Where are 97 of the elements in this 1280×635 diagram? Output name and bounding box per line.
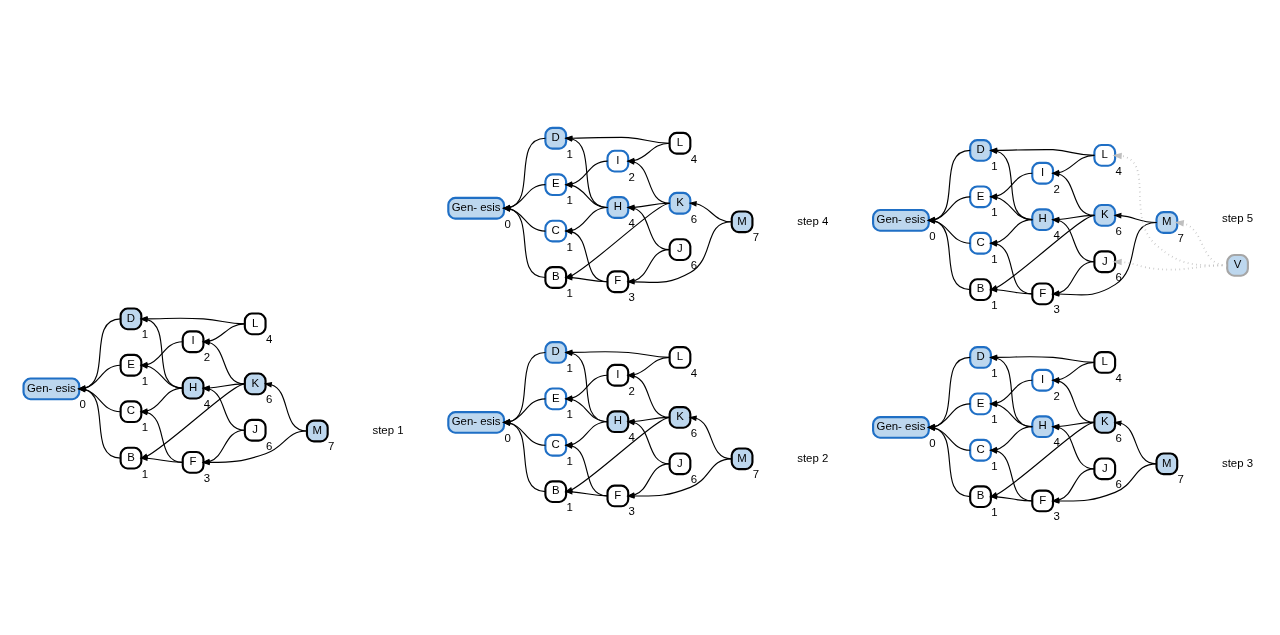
node-label: 6	[265, 392, 273, 405]
node-box: Gen- esis	[447, 196, 506, 220]
node-label: 3	[203, 471, 211, 484]
node-label: 2	[1053, 182, 1060, 195]
arrow	[927, 195, 971, 222]
node-label: 0	[504, 431, 511, 444]
node-label: 0	[504, 217, 511, 230]
node-label: 1	[991, 412, 998, 425]
node-label: 7	[752, 230, 760, 243]
node-label: 6	[690, 472, 698, 485]
label: step 5	[1222, 211, 1254, 224]
arrow	[927, 149, 971, 222]
arrow	[927, 356, 971, 429]
node-label: 4	[1053, 435, 1060, 448]
node-label: 1	[566, 407, 573, 420]
arrow	[77, 386, 122, 459]
node-label: 4	[1053, 228, 1060, 241]
node-label: 1	[566, 286, 573, 299]
node-label: 6	[265, 439, 273, 452]
arrow	[502, 419, 546, 446]
node-label: 0	[929, 229, 936, 242]
arrow	[502, 205, 546, 278]
label: step 3	[1222, 456, 1254, 469]
node-label: 4	[1115, 164, 1122, 177]
arrow	[502, 351, 546, 424]
arrow	[927, 217, 971, 290]
node-label: 7	[752, 467, 760, 480]
arrow	[502, 205, 546, 232]
label: step 1	[372, 423, 404, 436]
node-label: 3	[1053, 509, 1060, 522]
node-label: 6	[690, 258, 698, 271]
arrow	[927, 424, 971, 497]
node-box: Gen- esis	[22, 376, 81, 400]
node-label: 1	[991, 252, 998, 265]
node-label: 4	[265, 332, 273, 345]
node-label: 1	[991, 298, 998, 311]
arrow	[77, 364, 122, 391]
node-box: Gen- esis	[447, 410, 506, 434]
arrow	[1113, 212, 1158, 223]
node-label: 6	[1115, 224, 1122, 237]
label: step 4	[797, 214, 829, 227]
label: step 2	[797, 451, 829, 464]
node-label: 1	[991, 366, 998, 379]
node-label: 0	[929, 436, 936, 449]
node-label: 6	[1115, 431, 1122, 444]
arrow	[927, 217, 971, 244]
node-label: 6	[690, 212, 698, 225]
node-label: 2	[628, 170, 635, 183]
arrow	[1113, 420, 1158, 464]
node-label: 1	[141, 327, 149, 340]
node-box: Gen- esis	[872, 208, 930, 232]
arrow	[263, 381, 308, 432]
node-label: 7	[1177, 231, 1184, 244]
node-label: 1	[141, 467, 149, 480]
node-box: Gen- esis	[872, 415, 930, 439]
node-label: 1	[991, 505, 998, 518]
node-label: 1	[566, 193, 573, 206]
node-label: 4	[628, 216, 635, 229]
arrow	[688, 415, 733, 459]
node-label: 4	[628, 430, 635, 443]
node-label: 3	[628, 290, 635, 303]
arrow	[502, 183, 546, 210]
node-label: 1	[566, 361, 573, 374]
node-label: 4	[203, 397, 211, 410]
node-label: 1	[566, 500, 573, 513]
arrow	[502, 137, 546, 210]
node-label: 6	[1115, 270, 1122, 283]
arrow	[77, 317, 122, 391]
arrow	[1174, 219, 1228, 266]
arrow	[688, 200, 733, 222]
node-label: 1	[991, 159, 998, 172]
node-label: 1	[566, 240, 573, 253]
node-label: 1	[566, 454, 573, 467]
node-label: 2	[628, 384, 635, 397]
node-label: 4	[1115, 371, 1122, 384]
arrow	[1112, 152, 1228, 266]
node-label: 1	[141, 374, 149, 387]
arrow	[502, 397, 546, 424]
arrow	[927, 424, 971, 451]
node-label: 7	[1177, 472, 1184, 485]
arrow	[502, 419, 546, 492]
node-label: 1	[991, 459, 998, 472]
node-label: 1	[141, 420, 149, 433]
node-label: 2	[1053, 389, 1060, 402]
node-label: 1	[991, 205, 998, 218]
node-label: 6	[1115, 477, 1122, 490]
node-label: 4	[690, 152, 698, 165]
node-label: 6	[690, 426, 698, 439]
node-label: 3	[1053, 302, 1060, 315]
node-label: 2	[203, 350, 211, 363]
node-label: 0	[79, 397, 86, 410]
arrow	[927, 402, 971, 429]
node-label: 4	[690, 366, 698, 379]
node-label: 3	[628, 504, 635, 517]
node-label: 7	[328, 439, 335, 452]
arrow	[77, 386, 122, 412]
node-label: 1	[566, 147, 573, 160]
